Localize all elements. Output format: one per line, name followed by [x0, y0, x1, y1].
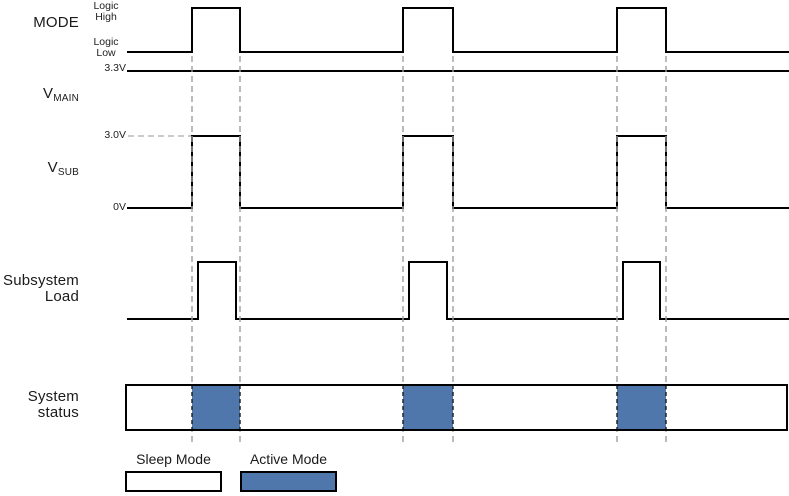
subsystem-load-label: Subsystem Load: [0, 273, 79, 305]
legend-active-swatch: [240, 471, 337, 492]
vsub-symbol: V: [47, 159, 58, 176]
system-status-label-line2: status: [37, 403, 79, 421]
mode-signal-label: MODE: [33, 14, 79, 31]
vsub-waveform: [127, 135, 789, 209]
mode-waveform: [127, 7, 789, 53]
vmain-signal-label: VMAIN: [0, 85, 79, 105]
status-active-cell: [617, 385, 666, 430]
status-active-cell: [192, 385, 240, 430]
legend-active-label: Active Mode: [249, 451, 328, 467]
system-status-label-line1: System: [27, 388, 79, 405]
legend-sleep-label: Sleep Mode: [136, 451, 211, 467]
logic-low-line1: Logic: [93, 36, 119, 48]
subsystem-load-label-line1: Subsystem: [3, 272, 79, 289]
logic-high-line2: High: [95, 11, 117, 23]
logic-low-annotation: Logic Low: [86, 37, 126, 59]
vsub-low-annotation: 0V: [113, 201, 126, 213]
status-active-cell: [403, 385, 453, 430]
logic-high-annotation: Logic High: [86, 1, 126, 23]
vmain-symbol: V: [42, 85, 54, 102]
legend-sleep-swatch: [125, 471, 222, 492]
subsystem-load-label-line2: Load: [44, 288, 79, 305]
vmain-level-annotation: 3.3V: [104, 62, 126, 74]
vsub-signal-label: VSUB: [0, 159, 79, 179]
subsystem-load-waveform: [127, 261, 789, 320]
logic-low-line2: Low: [96, 47, 116, 59]
vsub-subscript: SUB: [57, 167, 79, 178]
vsub-high-annotation: 3.0V: [104, 129, 126, 141]
system-status-label: System status: [0, 389, 79, 420]
status-bar-outline: [125, 384, 788, 431]
logic-high-line1: Logic: [93, 0, 119, 12]
vmain-subscript: MAIN: [53, 93, 79, 104]
